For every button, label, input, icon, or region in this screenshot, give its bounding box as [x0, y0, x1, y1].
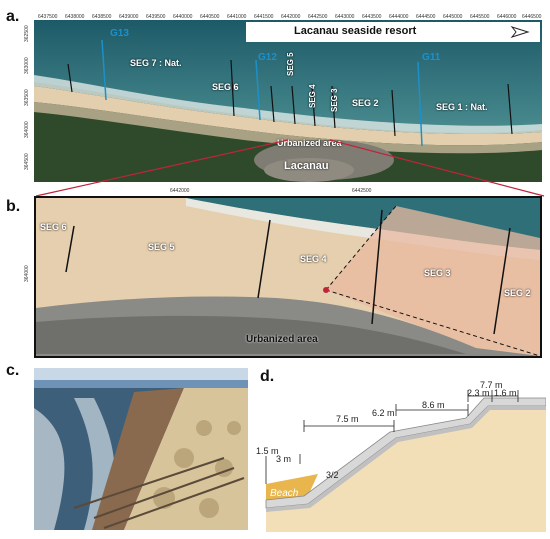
panel-a-title: Lacanau seaside resort — [294, 25, 417, 37]
segment-label: SEG 7 : Nat. — [130, 58, 182, 68]
panel-d-diagram — [265, 390, 546, 532]
panel-b-y-tick: 364000 — [24, 265, 30, 282]
segment-label: SEG 2 — [352, 98, 379, 108]
town-label: Lacanau — [284, 160, 329, 172]
panel-a-image — [34, 20, 542, 182]
north-arrow-icon — [510, 26, 530, 38]
panel-d-cross-section: 1.5 m 3 m 7.5 m 6.2 m 8.6 m 7.7 m 2.3 m … — [256, 380, 546, 532]
dim-label: 3 m — [276, 454, 292, 464]
profile-label: G12 — [258, 52, 277, 63]
panel-b-x-ticks: 6442000 6442500 — [170, 188, 372, 194]
urbanized-area-label: Urbanized area — [277, 138, 342, 148]
beach-label: Beach — [270, 488, 299, 499]
panel-a-y-ticks: 362500 363000 363500 364000 364500 — [24, 25, 30, 170]
segment-label: SEG 5 — [148, 242, 175, 252]
panel-label-c: c. — [6, 362, 20, 379]
panel-b-aerial-zoom: SEG 6 SEG 5 SEG 4 SEG 3 SEG 2 Urbanized … — [34, 196, 542, 358]
dim-label: 7.7 m — [480, 380, 503, 390]
segment-label: SEG 3 — [330, 88, 339, 112]
panel-c-image — [34, 368, 248, 530]
segment-label: SEG 5 — [286, 52, 295, 76]
segment-label: SEG 2 — [504, 288, 531, 298]
segment-label: SEG 3 — [424, 268, 451, 278]
segment-label: SEG 4 — [308, 84, 317, 108]
panel-b-image — [36, 198, 540, 356]
panel-a-aerial-map: Lacanau seaside resort SEG 7 : Nat. SEG … — [34, 20, 542, 182]
slope-label: 3/2 — [326, 470, 339, 480]
dim-label: 1.5 m — [256, 446, 279, 456]
panel-label-b: b. — [6, 198, 21, 215]
dim-label: 2.3 m — [467, 388, 490, 398]
panel-c-photo — [34, 368, 248, 530]
dim-label: 6.2 m — [372, 408, 395, 418]
segment-label: SEG 4 — [300, 254, 327, 264]
dim-label: 8.6 m — [422, 400, 445, 410]
segment-label: SEG 6 — [212, 82, 239, 92]
dim-label: 1.6 m — [494, 388, 517, 398]
panel-a-x-ticks: 6437500 6438000 6438500 6439000 6439500 … — [38, 14, 542, 20]
junction-marker-icon — [323, 287, 329, 293]
urbanized-area-label: Urbanized area — [246, 334, 318, 345]
profile-label: G11 — [422, 52, 441, 63]
dim-label: 7.5 m — [336, 414, 359, 424]
segment-label: SEG 6 — [40, 222, 67, 232]
segment-label: SEG 1 : Nat. — [436, 102, 488, 112]
panel-label-d: d. — [260, 368, 275, 385]
panel-label-a: a. — [6, 8, 20, 25]
profile-label: G13 — [110, 28, 129, 39]
